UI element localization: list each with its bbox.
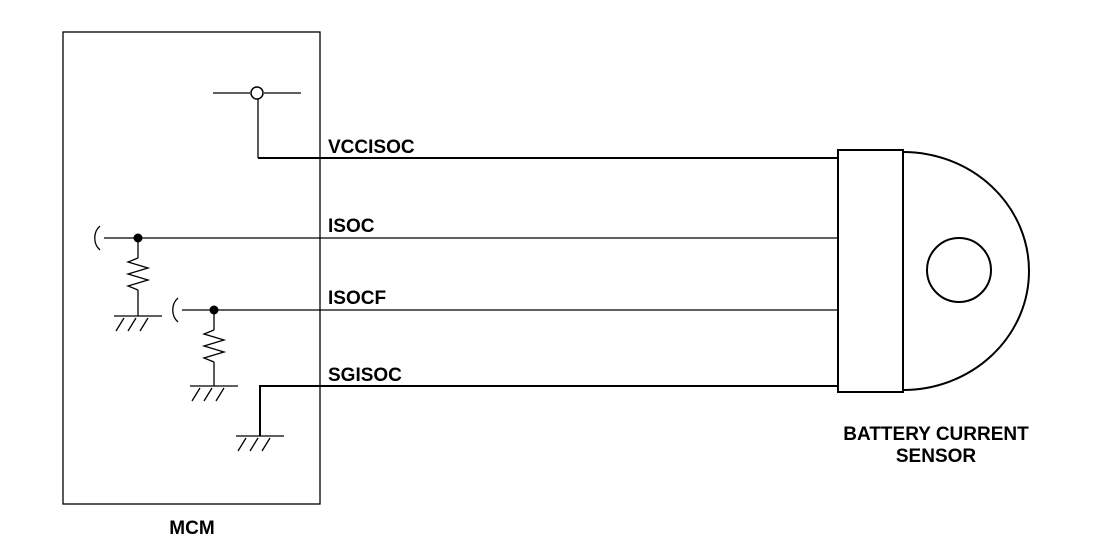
sensor-caption-line2: SENSOR (896, 446, 977, 467)
sgisoc-ground-circuit (236, 386, 284, 452)
ground-symbol (114, 315, 162, 332)
sensor-caption-line1: BATTERY CURRENT (843, 424, 1029, 445)
battery-current-sensor (837, 149, 1030, 393)
wire-label-sgisoc: SGISOC (328, 365, 402, 386)
wire-label-isocf: ISOCF (328, 288, 386, 309)
isocf-input-circuit (172, 297, 238, 402)
vcc-supply-terminal (213, 86, 301, 158)
wire-label-isoc: ISOC (328, 216, 375, 237)
isoc-input-circuit (94, 225, 162, 332)
ground-symbol (236, 435, 284, 452)
ground-symbol (190, 385, 238, 402)
mcm-caption: MCM (169, 518, 214, 539)
sensor-connector (837, 149, 904, 393)
isocf-resistor (201, 329, 227, 363)
mcm-module-box (62, 31, 321, 505)
wire-label-vccisoc: VCCISOC (328, 137, 415, 158)
sensor-hole (926, 237, 992, 303)
sensor-body (902, 151, 1030, 391)
isoc-resistor (125, 257, 151, 291)
